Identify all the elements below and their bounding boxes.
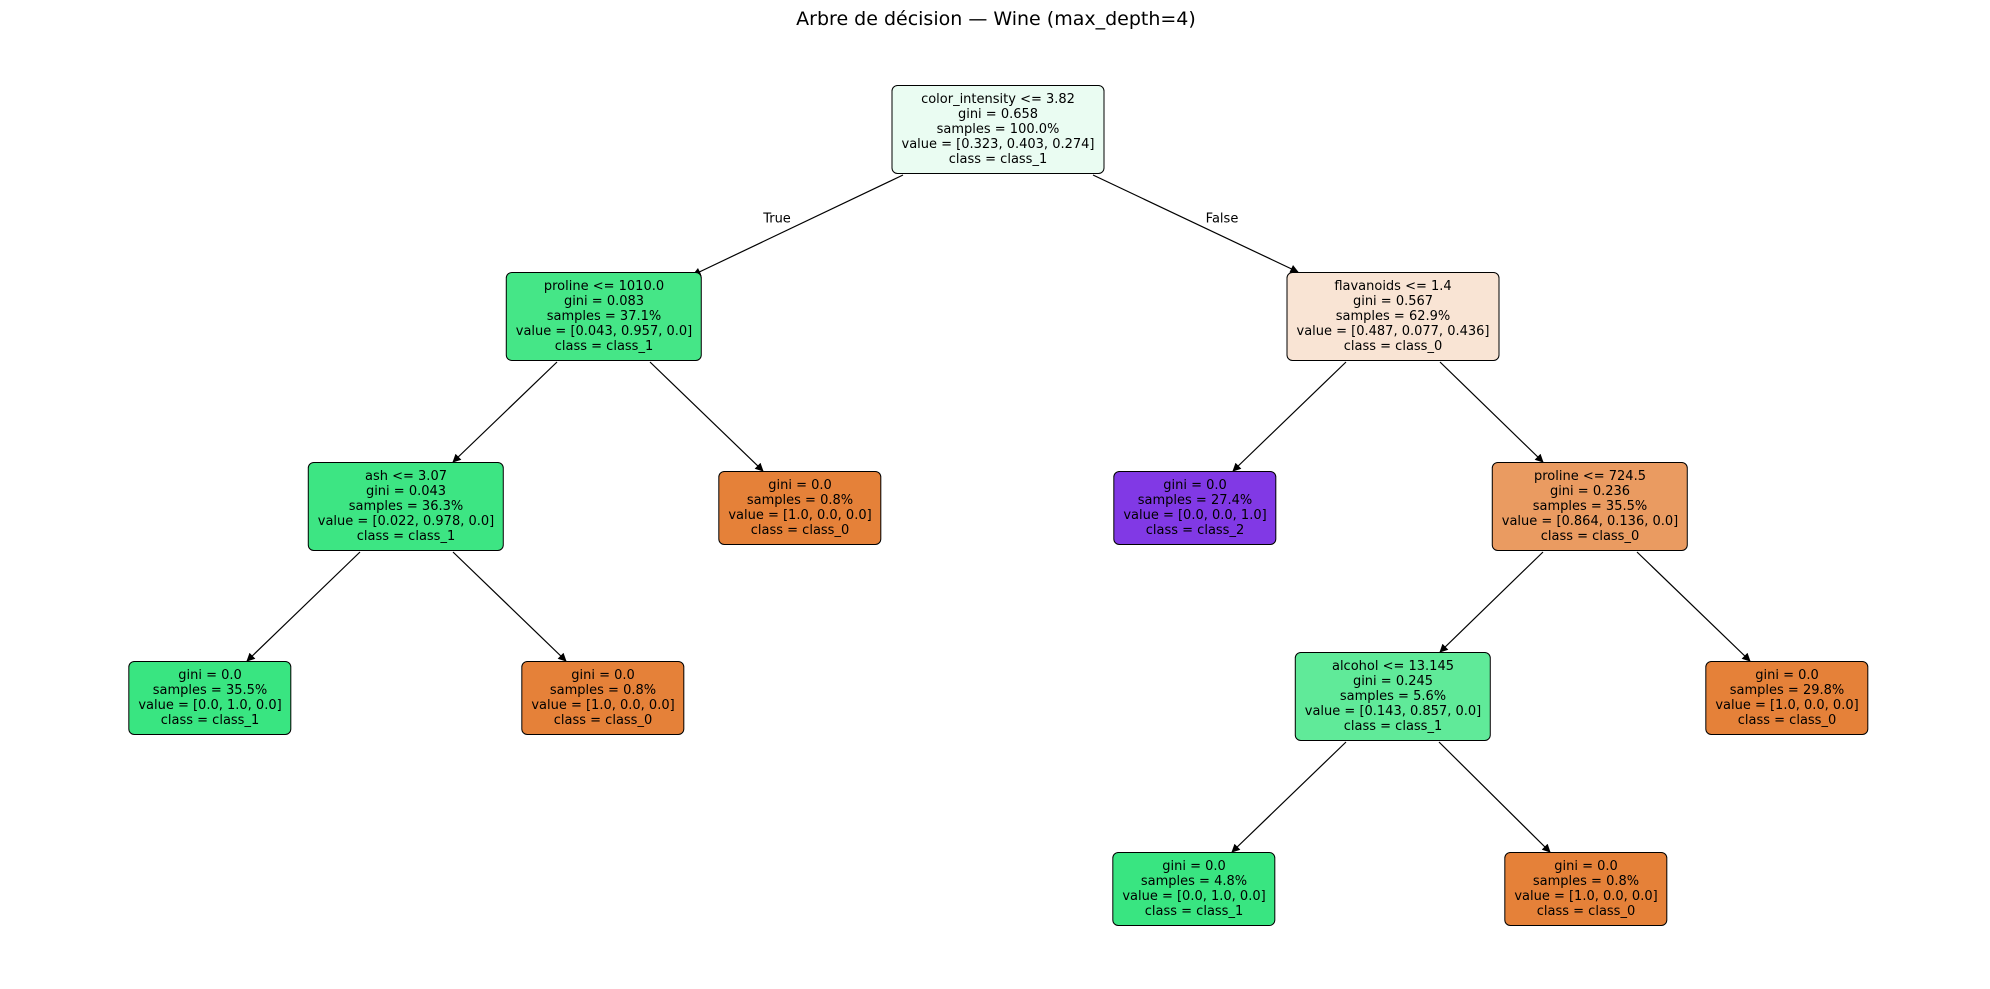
node-value: value = [0.0, 1.0, 0.0] [138, 698, 282, 713]
tree-node-proline-1010: proline <= 1010.0 gini = 0.083 samples =… [505, 272, 703, 361]
node-value: value = [0.022, 0.978, 0.0] [317, 514, 495, 529]
node-class: class = class_0 [1343, 339, 1443, 354]
node-gini: gini = 0.658 [957, 107, 1039, 122]
edge-label-true: True [761, 211, 793, 227]
node-value: value = [0.0, 0.0, 1.0] [1123, 508, 1267, 523]
edge-proline724-left [1439, 551, 1544, 653]
node-samples: samples = 0.8% [1532, 874, 1640, 889]
node-gini: gini = 0.0 [1162, 859, 1226, 874]
node-value: value = [0.864, 0.136, 0.0] [1501, 514, 1679, 529]
node-samples: samples = 4.8% [1140, 874, 1248, 889]
node-class: class = class_0 [1540, 529, 1640, 544]
tree-node-root: color_intensity <= 3.82 gini = 0.658 sam… [891, 85, 1105, 174]
edge-proline1010-left [452, 361, 558, 463]
tree-leaf-class0-b: gini = 0.0 samples = 0.8% value = [1.0, … [521, 661, 685, 735]
node-gini: gini = 0.0 [178, 668, 242, 683]
node-samples: samples = 0.8% [549, 683, 657, 698]
node-class: class = class_0 [1536, 904, 1636, 919]
node-value: value = [1.0, 0.0, 0.0] [1514, 889, 1658, 904]
node-class: class = class_1 [1144, 904, 1244, 919]
node-samples: samples = 35.5% [152, 683, 268, 698]
figure-title: Arbre de décision — Wine (max_depth=4) [796, 8, 1196, 30]
node-value: value = [1.0, 0.0, 0.0] [728, 508, 872, 523]
tree-leaf-class0-a: gini = 0.0 samples = 0.8% value = [1.0, … [718, 471, 882, 545]
node-samples: samples = 62.9% [1335, 309, 1451, 324]
node-samples: samples = 27.4% [1137, 493, 1253, 508]
node-gini: gini = 0.0 [1755, 668, 1819, 683]
node-class: class = class_0 [750, 523, 850, 538]
node-value: value = [0.043, 0.957, 0.0] [515, 324, 693, 339]
node-value: value = [0.0, 1.0, 0.0] [1122, 889, 1266, 904]
node-gini: gini = 0.0 [768, 478, 832, 493]
node-split-condition: proline <= 724.5 [1533, 469, 1646, 484]
edge-ash-right [452, 551, 567, 662]
edge-proline724-right [1636, 551, 1751, 662]
edge-ash-left [246, 551, 361, 662]
node-split-condition: alcohol <= 13.145 [1331, 659, 1455, 674]
edge-alcohol-left [1231, 741, 1347, 853]
edge-root-false [1092, 174, 1299, 273]
node-class: class = class_1 [356, 529, 456, 544]
node-split-condition: flavanoids <= 1.4 [1334, 279, 1452, 294]
node-gini: gini = 0.083 [563, 294, 645, 309]
node-gini: gini = 0.236 [1549, 484, 1631, 499]
node-gini: gini = 0.245 [1352, 674, 1434, 689]
edge-root-true [692, 174, 904, 276]
tree-node-proline-724: proline <= 724.5 gini = 0.236 samples = … [1491, 462, 1689, 551]
tree-node-ash: ash <= 3.07 gini = 0.043 samples = 36.3%… [307, 462, 505, 551]
node-samples: samples = 29.8% [1729, 683, 1845, 698]
node-samples: samples = 5.6% [1339, 689, 1447, 704]
node-class: class = class_2 [1145, 523, 1245, 538]
node-value: value = [1.0, 0.0, 0.0] [1715, 698, 1859, 713]
node-gini: gini = 0.567 [1352, 294, 1434, 309]
tree-node-alcohol: alcohol <= 13.145 gini = 0.245 samples =… [1294, 652, 1492, 741]
tree-node-flavanoids: flavanoids <= 1.4 gini = 0.567 samples =… [1286, 272, 1500, 361]
node-class: class = class_1 [948, 152, 1048, 167]
node-class: class = class_0 [1737, 713, 1837, 728]
node-class: class = class_0 [553, 713, 653, 728]
node-value: value = [1.0, 0.0, 0.0] [531, 698, 675, 713]
node-class: class = class_1 [160, 713, 260, 728]
tree-leaf-class0-d: gini = 0.0 samples = 0.8% value = [1.0, … [1504, 852, 1668, 926]
node-gini: gini = 0.0 [1163, 478, 1227, 493]
tree-leaf-class0-c: gini = 0.0 samples = 29.8% value = [1.0,… [1705, 661, 1869, 735]
tree-leaf-class2: gini = 0.0 samples = 27.4% value = [0.0,… [1113, 471, 1277, 545]
node-gini: gini = 0.0 [1554, 859, 1618, 874]
node-samples: samples = 37.1% [546, 309, 662, 324]
node-samples: samples = 36.3% [348, 499, 464, 514]
node-split-condition: color_intensity <= 3.82 [921, 92, 1075, 107]
tree-leaf-class1-a: gini = 0.0 samples = 35.5% value = [0.0,… [128, 661, 292, 735]
edge-alcohol-right [1438, 741, 1551, 853]
edge-proline1010-right [649, 361, 764, 472]
node-samples: samples = 35.5% [1532, 499, 1648, 514]
node-class: class = class_1 [554, 339, 654, 354]
edge-flavanoids-right [1439, 361, 1544, 463]
tree-leaf-class1-b: gini = 0.0 samples = 4.8% value = [0.0, … [1112, 852, 1276, 926]
node-value: value = [0.323, 0.403, 0.274] [901, 137, 1095, 152]
node-class: class = class_1 [1343, 719, 1443, 734]
node-samples: samples = 0.8% [746, 493, 854, 508]
node-gini: gini = 0.0 [571, 668, 635, 683]
node-gini: gini = 0.043 [365, 484, 447, 499]
edge-label-false: False [1203, 211, 1241, 227]
node-value: value = [0.143, 0.857, 0.0] [1304, 704, 1482, 719]
node-value: value = [0.487, 0.077, 0.436] [1296, 324, 1490, 339]
node-split-condition: proline <= 1010.0 [543, 279, 665, 294]
edge-flavanoids-left [1232, 361, 1347, 472]
node-split-condition: ash <= 3.07 [365, 469, 447, 484]
node-samples: samples = 100.0% [936, 122, 1060, 137]
